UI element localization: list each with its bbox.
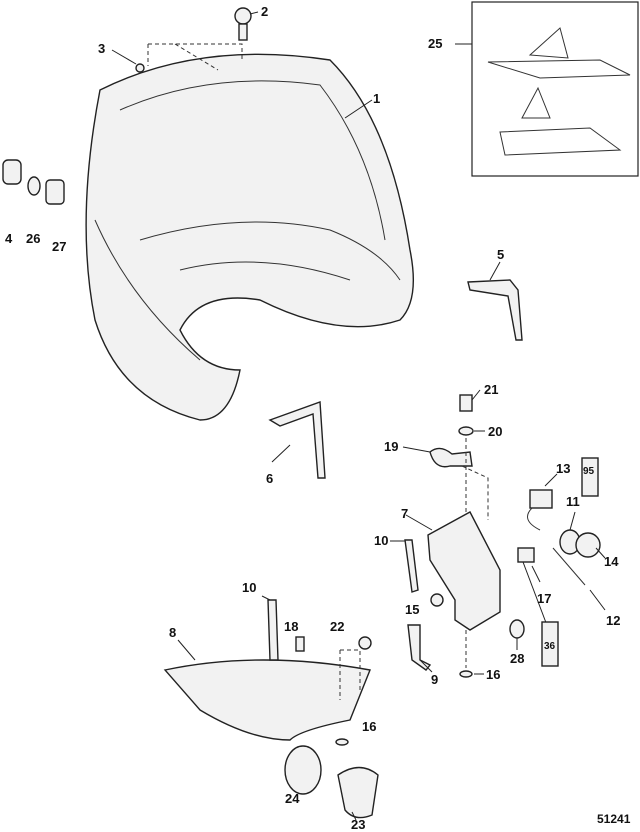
callout-10-lower: 10 [242,580,257,595]
part-10-seal [404,539,419,593]
callout-14: 14 [604,554,619,569]
figure-number: 51241 [597,812,631,826]
tube-36-label: 36 [544,641,556,652]
callout-26: 26 [26,231,41,246]
top-cowl [85,53,415,421]
callout-5: 5 [497,247,505,262]
callout-13: 13 [556,461,571,476]
callout-1: 1 [373,91,381,106]
part-21-bolt [459,394,473,412]
callout-16-lower: 16 [362,719,377,734]
part-19-clamp [429,447,473,468]
decal-shapes [487,27,631,156]
part-22-nut [358,636,372,650]
callout-22: 22 [330,619,345,634]
part-9-clip [407,624,432,671]
part-16-washer-lower [335,738,349,746]
callout-6: 6 [266,471,274,486]
callout-11: 11 [566,494,580,509]
callout-19: 19 [384,439,399,454]
part-8-lower-pan [163,659,371,741]
tube-95 [581,457,599,497]
callout-24: 24 [285,791,300,806]
part-27-bushing [45,179,65,205]
callout-28: 28 [510,651,525,666]
callout-16-upper: 16 [486,667,501,682]
tube-36 [541,621,559,667]
part-13-connector [529,489,553,509]
callout-3: 3 [98,41,106,56]
part-14-cap [575,532,601,558]
callout-18: 18 [284,619,299,634]
callout-10-upper: 10 [374,533,389,548]
part-4-plug [2,159,22,185]
part-6-rod [268,401,326,479]
part-17-fitting [517,547,535,563]
part-28-ring [509,619,525,639]
part-3-nut [135,63,145,73]
callout-4: 4 [5,231,13,246]
part-12-tether [552,547,586,586]
part-20-washer [458,426,474,436]
part-23-cup [337,766,379,819]
inset-box-decals [471,1,639,177]
part-5-bracket [467,279,523,341]
part-26-ring [27,176,41,196]
part-16-washer [459,670,473,678]
tube-95-label: 95 [583,466,595,477]
callout-27: 27 [52,239,67,254]
callout-2: 2 [261,4,269,19]
part-18-bolt [295,636,305,652]
callout-21: 21 [484,382,499,397]
callout-23: 23 [351,817,366,832]
part-10-seal-lower [267,599,279,661]
callout-17: 17 [537,591,552,606]
callout-25: 25 [428,36,443,51]
callout-9: 9 [431,672,439,687]
part-2-grommet [234,7,252,41]
callout-8: 8 [169,625,177,640]
part-7-housing [427,511,501,631]
callout-15: 15 [405,602,420,617]
callout-7: 7 [401,506,409,521]
callout-12: 12 [606,613,621,628]
callout-20: 20 [488,424,503,439]
part-24-cup [284,745,322,795]
part-15-nut [430,593,444,607]
